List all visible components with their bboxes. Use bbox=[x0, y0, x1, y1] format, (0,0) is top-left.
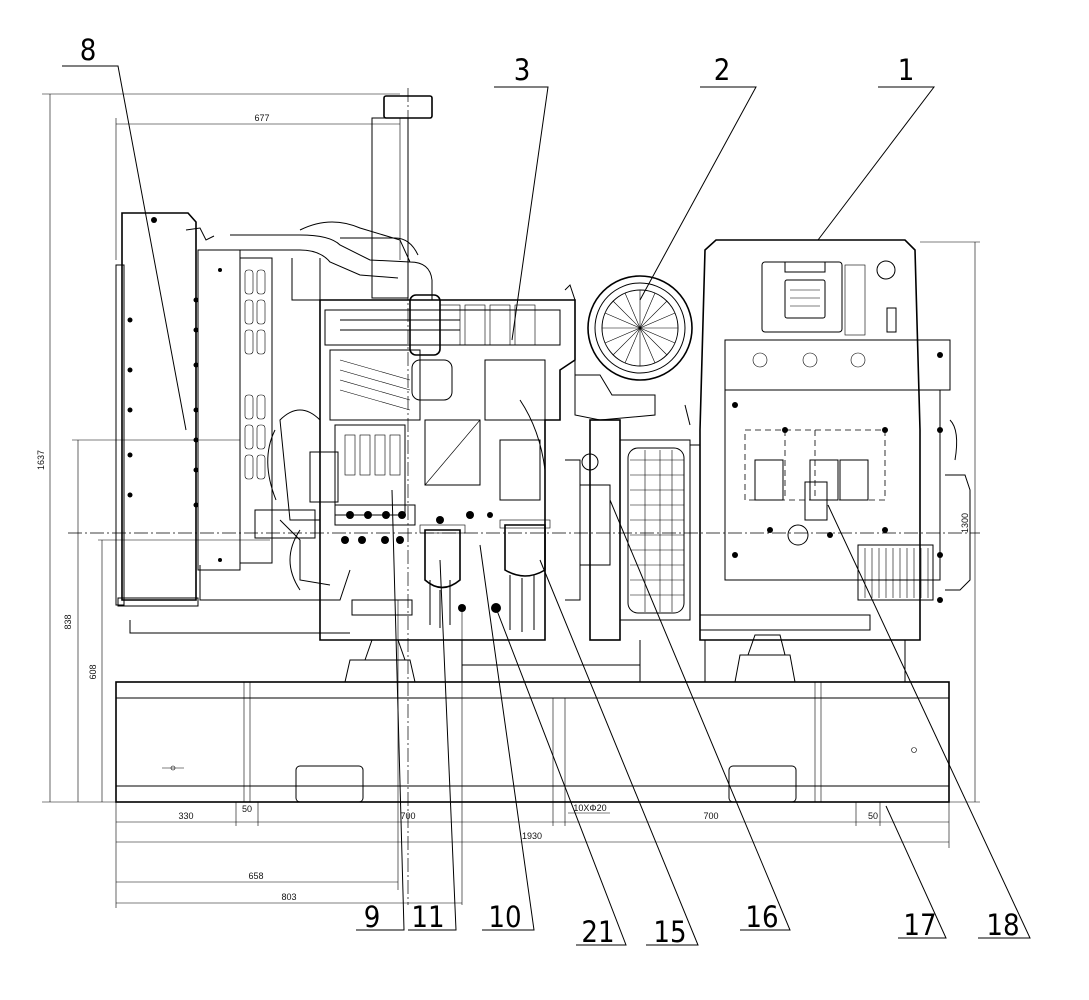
center-lines bbox=[68, 88, 980, 905]
callout-9: 9 bbox=[364, 900, 381, 934]
engine-block bbox=[129, 294, 641, 683]
dim-838: 838 bbox=[63, 614, 73, 629]
callout-10: 10 bbox=[488, 900, 521, 934]
dim-330: 330 bbox=[178, 811, 193, 821]
callout-labels: 8 3 2 1 9 11 10 21 15 16 17 18 bbox=[80, 33, 1020, 949]
callout-11: 11 bbox=[411, 900, 444, 934]
leader-lines bbox=[62, 65, 1031, 946]
dim-658: 658 bbox=[248, 871, 263, 881]
base-frame bbox=[115, 681, 950, 803]
callout-16: 16 bbox=[745, 900, 778, 934]
callout-3: 3 bbox=[514, 53, 531, 87]
dim-50-right: 50 bbox=[868, 811, 878, 821]
dim-608: 608 bbox=[88, 664, 98, 679]
fuel-filter bbox=[499, 519, 551, 632]
dim-1637: 1637 bbox=[36, 450, 46, 470]
dim-1930: 1930 bbox=[522, 831, 542, 841]
callout-2: 2 bbox=[714, 53, 731, 87]
dimension-labels: 1637 838 608 1300 677 330 50 700 10XΦ20 … bbox=[36, 113, 970, 902]
radiator bbox=[115, 212, 351, 607]
dim-803: 803 bbox=[281, 892, 296, 902]
dim-700-left: 700 bbox=[400, 811, 415, 821]
fan-guard bbox=[565, 404, 700, 641]
dim-1300: 1300 bbox=[960, 513, 970, 533]
callout-15: 15 bbox=[653, 915, 686, 949]
dimension-lines bbox=[42, 93, 980, 908]
callout-17: 17 bbox=[903, 908, 936, 942]
dim-50-left: 50 bbox=[242, 804, 252, 814]
air-cleaner bbox=[564, 275, 693, 421]
callout-8: 8 bbox=[80, 33, 97, 67]
alternator bbox=[699, 239, 971, 683]
dim-holes: 10XΦ20 bbox=[573, 803, 606, 813]
callout-21: 21 bbox=[581, 915, 614, 949]
callout-1: 1 bbox=[898, 53, 915, 87]
callout-18: 18 bbox=[986, 908, 1019, 942]
dim-700-right: 700 bbox=[703, 811, 718, 821]
dim-677: 677 bbox=[254, 113, 269, 123]
